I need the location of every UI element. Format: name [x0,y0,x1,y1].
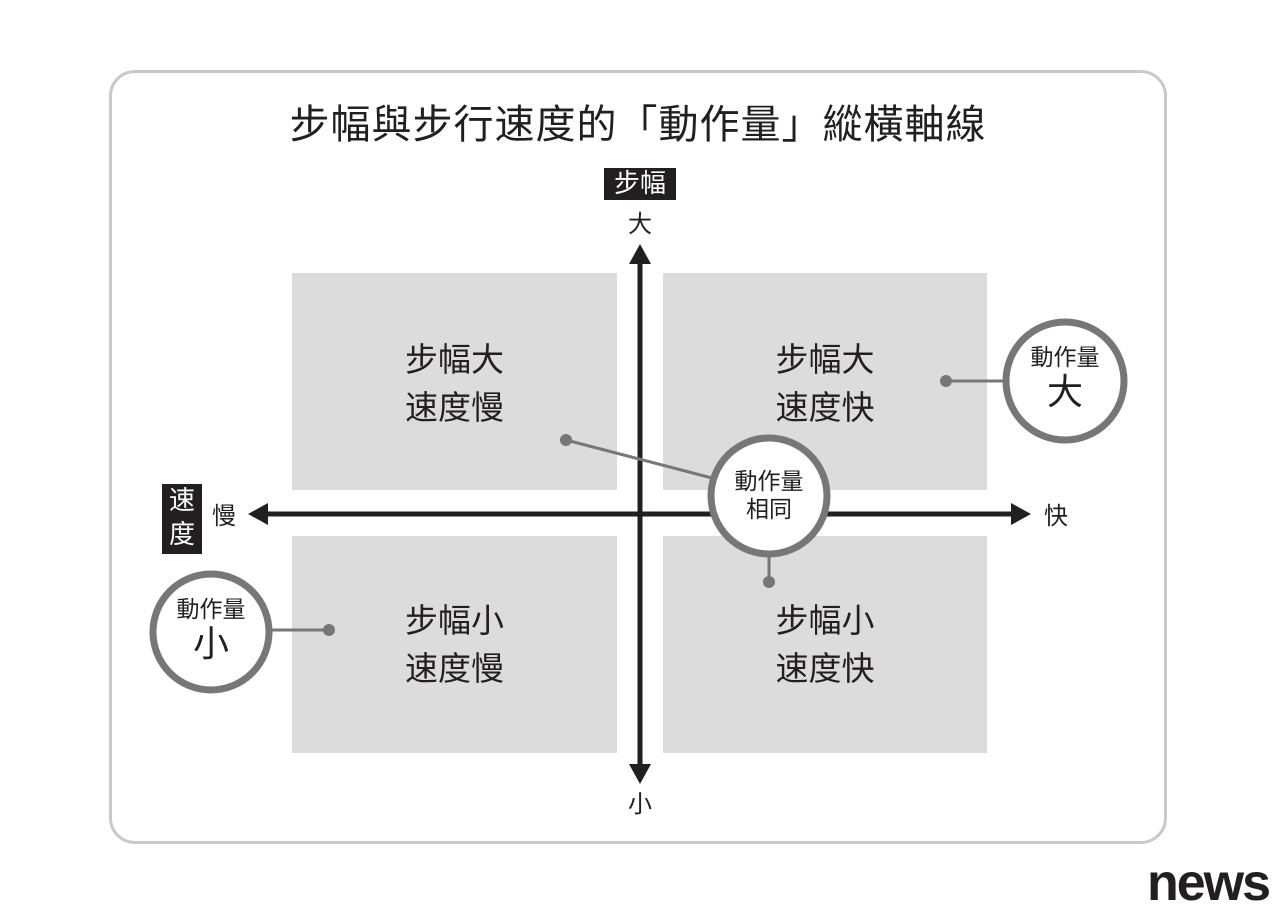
vertical-axis-arrow-down [629,764,651,784]
callout-large-label: 動作量 大 [1010,344,1120,414]
diagram-frame [109,70,1167,844]
quadrant-top-right-line1: 步幅大 [775,340,875,379]
horizontal-axis-arrow-right [1011,503,1031,525]
callout-small-line1: 動作量 [176,597,246,623]
callout-small-line2: 小 [192,624,229,665]
connector-large-dot [940,375,952,387]
news-logo: news [1146,854,1271,912]
connector-small-dot [323,624,335,636]
vertical-axis-arrow-up [629,244,651,264]
callout-large-circle [1002,318,1128,444]
connector-same-top [565,438,713,480]
callout-small-label: 動作量 小 [156,596,266,666]
quadrant-bottom-right-line2: 速度快 [775,649,875,688]
quadrant-top-left-line2: 速度慢 [405,388,504,427]
horizontal-axis-badge-line1: 速 [168,486,195,516]
quadrant-top-right: 步幅大 速度快 [663,273,987,490]
quadrant-bottom-right-line1: 步幅小 [775,601,875,640]
quadrant-top-left: 步幅大 速度慢 [292,273,617,490]
callout-same-line2: 相同 [746,497,792,523]
horizontal-axis-badge-line2: 度 [168,520,195,550]
horizontal-axis-badge: 速 度 [162,484,202,554]
quadrant-bottom-left-line1: 步幅小 [405,601,504,640]
horizontal-axis-left-label: 慢 [212,502,236,530]
callout-same-line1: 動作量 [734,469,804,495]
quadrant-bottom-right: 步幅小 速度快 [663,536,987,753]
quadrant-bottom-left: 步幅小 速度慢 [292,536,617,753]
quadrant-top-right-line2: 速度快 [775,388,875,427]
callout-large-line1: 動作量 [1030,345,1100,371]
horizontal-axis-right-label: 快 [1044,502,1068,530]
vertical-axis-badge: 步幅 [604,168,676,200]
quadrant-bottom-left-line2: 速度慢 [405,649,504,688]
callout-same-label: 動作量 相同 [714,468,824,524]
callout-small-circle [149,570,273,694]
quadrant-top-left-line1: 步幅大 [405,340,504,379]
callout-large-line2: 大 [1046,372,1083,413]
diagram-title: 步幅與步行速度的「動作量」縱橫軸線 [289,102,987,148]
connector-same-top-dot [560,434,572,446]
connector-same-bottom-dot [763,576,775,588]
callout-same-circle [707,434,831,558]
vertical-axis-bottom-label: 小 [628,790,652,818]
horizontal-axis-arrow-left [248,503,268,525]
vertical-axis-top-label: 大 [628,210,652,238]
